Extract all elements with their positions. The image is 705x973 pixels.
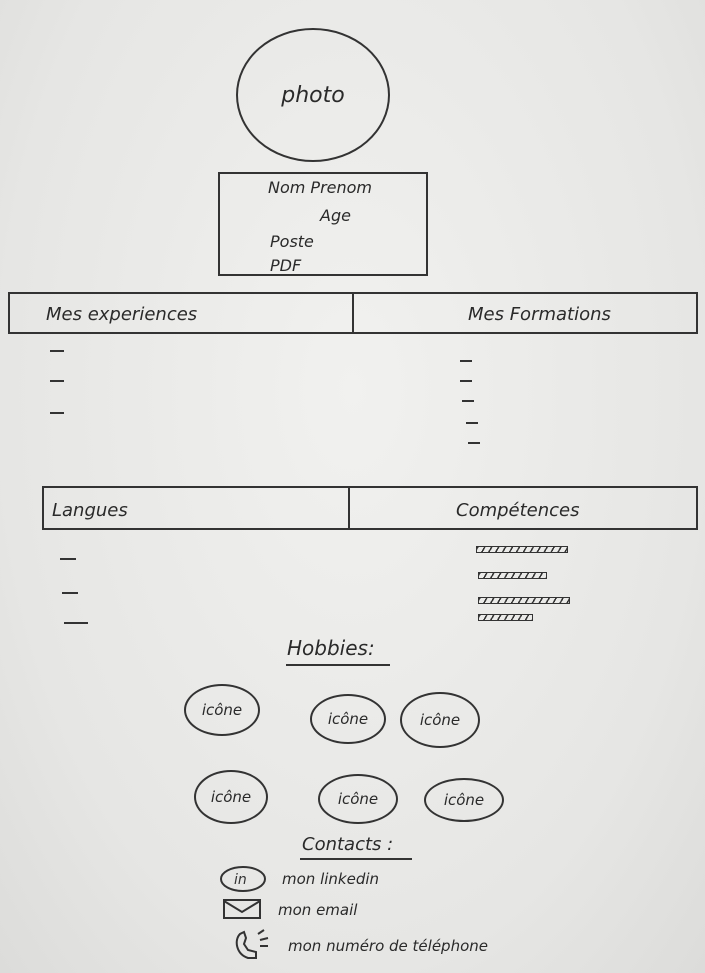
experiences-title[interactable]: Mes experiences (46, 304, 198, 325)
hobby-icon[interactable]: icône (318, 774, 398, 824)
svg-text:in: in (234, 872, 247, 888)
skill-bar (476, 546, 568, 553)
section-divider (348, 486, 350, 530)
formation-item (460, 380, 472, 382)
experience-item (50, 350, 64, 352)
hobby-icon[interactable]: icône (194, 770, 268, 824)
experience-item (50, 412, 64, 414)
envelope-icon (222, 898, 264, 922)
identity-box: Nom Prenom Age Poste PDF (218, 172, 428, 276)
competences-title[interactable]: Compétences (456, 500, 580, 521)
hobby-icon[interactable]: icône (310, 694, 386, 744)
photo-label: photo (281, 82, 345, 108)
formation-item (466, 422, 478, 424)
langue-item (64, 622, 88, 624)
langue-item (62, 592, 78, 594)
skill-bar (478, 597, 570, 604)
contact-email[interactable]: mon email (222, 898, 357, 922)
contacts-underline (300, 858, 412, 860)
position-field: Poste (270, 232, 314, 251)
formation-item (462, 400, 474, 402)
linkedin-icon: in (218, 864, 268, 894)
formations-title[interactable]: Mes Formations (468, 304, 611, 325)
contacts-title: Contacts : (302, 834, 394, 855)
name-field: Nom Prenom (268, 178, 373, 197)
formation-item (460, 360, 472, 362)
section-divider (352, 292, 354, 334)
langues-title[interactable]: Langues (52, 500, 128, 521)
pdf-link[interactable]: PDF (270, 256, 302, 275)
hobbies-underline (286, 664, 390, 666)
skill-bar (478, 614, 533, 621)
skill-bar (478, 572, 547, 579)
langue-item (60, 558, 76, 560)
email-label: mon email (278, 901, 358, 919)
age-field: Age (320, 206, 351, 225)
contact-phone[interactable]: mon numéro de téléphone (230, 928, 488, 964)
profile-photo[interactable]: photo (236, 28, 390, 162)
phone-label: mon numéro de téléphone (288, 937, 488, 955)
langues-competences-bar: Langues Compétences (42, 486, 698, 530)
experience-item (50, 380, 64, 382)
contact-linkedin[interactable]: in mon linkedin (218, 864, 379, 894)
hobby-icon[interactable]: icône (400, 692, 480, 748)
linkedin-label: mon linkedin (282, 870, 380, 888)
experiences-formations-bar: Mes experiences Mes Formations (8, 292, 698, 334)
hobby-icon[interactable]: icône (184, 684, 260, 736)
hobby-icon[interactable]: icône (424, 778, 504, 822)
phone-icon (230, 928, 274, 964)
formation-item (468, 442, 480, 444)
hobbies-title: Hobbies: (287, 636, 375, 660)
